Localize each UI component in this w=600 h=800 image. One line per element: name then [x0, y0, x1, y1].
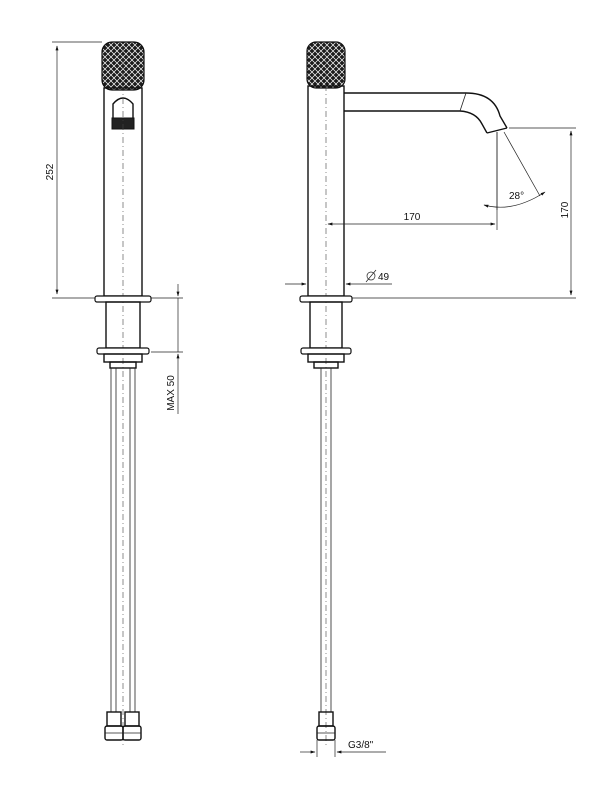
spout-height-label: 170 — [560, 201, 571, 218]
side-view: 170 170 28° 49 G3/8" — [285, 41, 576, 757]
spout — [344, 92, 508, 129]
diameter-icon — [365, 269, 377, 283]
spout-reach-label: 170 — [404, 212, 421, 223]
front-view: 252 MAX 50 — [45, 41, 183, 745]
side-flange — [299, 295, 353, 303]
thread-label: G3/8" — [348, 740, 374, 751]
spout-angle-label: 28° — [509, 191, 524, 202]
front-nut — [96, 347, 150, 355]
deck-thickness-label: MAX 50 — [166, 375, 177, 411]
diameter-label: 49 — [378, 272, 390, 283]
height-dimension-label: 252 — [45, 163, 56, 180]
side-nut — [300, 347, 352, 355]
front-flange — [94, 295, 152, 303]
